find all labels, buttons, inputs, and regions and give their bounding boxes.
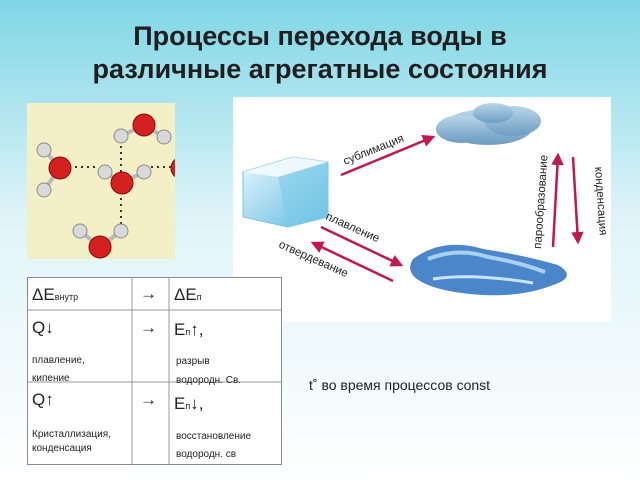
covalent-bonds — [42, 123, 204, 249]
label-condensation: конденсация — [592, 166, 609, 235]
row2-right-desc-1: разрыв — [176, 356, 210, 367]
phase-cycle-diagram: сублимация парообразование конденсация п… — [233, 97, 611, 322]
delta-e-potential: ΔE — [174, 285, 197, 304]
cloud-vapor-icon — [436, 103, 541, 145]
row2-right: Eп↑, — [174, 320, 203, 340]
e-potential: E — [174, 320, 186, 339]
label-vaporization: парообразование — [532, 154, 551, 249]
table-grid — [28, 278, 281, 464]
row2-desc-2: кипение — [32, 373, 70, 384]
row1-arrow: → — [140, 284, 157, 303]
row2-desc-1: плавление, — [32, 355, 85, 366]
row3-right-desc-1: восстановление — [176, 431, 252, 442]
row3-right: Eп↓, — [174, 394, 203, 414]
label-melting: плавление — [324, 211, 381, 245]
e-potential-increase: ↑, — [190, 320, 204, 339]
water-molecules-illustration — [27, 103, 210, 259]
row1-left: ΔEвнутр — [32, 285, 78, 305]
delta-e-potential-sub: п — [196, 292, 202, 302]
label-solidification: отвердевание — [277, 239, 350, 280]
row3-desc-1: Кристаллизация, — [32, 429, 111, 440]
arrow-sublimation — [340, 135, 436, 177]
row1-right: ΔEп — [174, 285, 202, 305]
energy-table: ΔEвнутр → ΔEп Q↓ плавление, кипение → Eп… — [27, 277, 282, 465]
row2-heat-absorbed: Q↓ — [32, 318, 54, 337]
delta-e-internal-sub: внутр — [54, 292, 79, 302]
e-potential-sub: п — [185, 327, 191, 337]
arrow-vaporization — [551, 152, 564, 248]
delta-e-internal: ΔE — [32, 285, 55, 304]
temperature-constant-note: t˚ во время процессов const — [309, 377, 491, 393]
arrow-melting — [320, 225, 404, 267]
e-potential-sub: п — [185, 401, 191, 411]
title-line-2: различные агрегатные состояния — [92, 54, 548, 84]
phase-cycle-svg: сублимация парообразование конденсация п… — [242, 103, 609, 296]
ice-block-icon — [242, 156, 329, 228]
row2-arrow: → — [140, 318, 157, 337]
title-line-1: Процессы перехода воды в — [133, 21, 507, 51]
arrow-solidification — [310, 241, 394, 283]
row3-right-desc-2: водородн. св — [176, 449, 237, 460]
row2-right-desc-2: водородн. Св. — [176, 375, 242, 386]
liquid-water-icon — [410, 244, 567, 296]
e-potential-decrease: ↓, — [190, 394, 204, 413]
arrow-condensation — [571, 156, 584, 245]
molecule-svg — [36, 113, 210, 259]
e-potential: E — [174, 394, 186, 413]
row3-arrow: → — [140, 390, 157, 409]
row3-desc-2: конденсация — [32, 443, 92, 454]
row3-heat-released: Q↑ — [32, 390, 54, 409]
page-title: Процессы перехода воды в различные агрег… — [20, 20, 620, 86]
hydrogen-atoms — [36, 128, 210, 239]
